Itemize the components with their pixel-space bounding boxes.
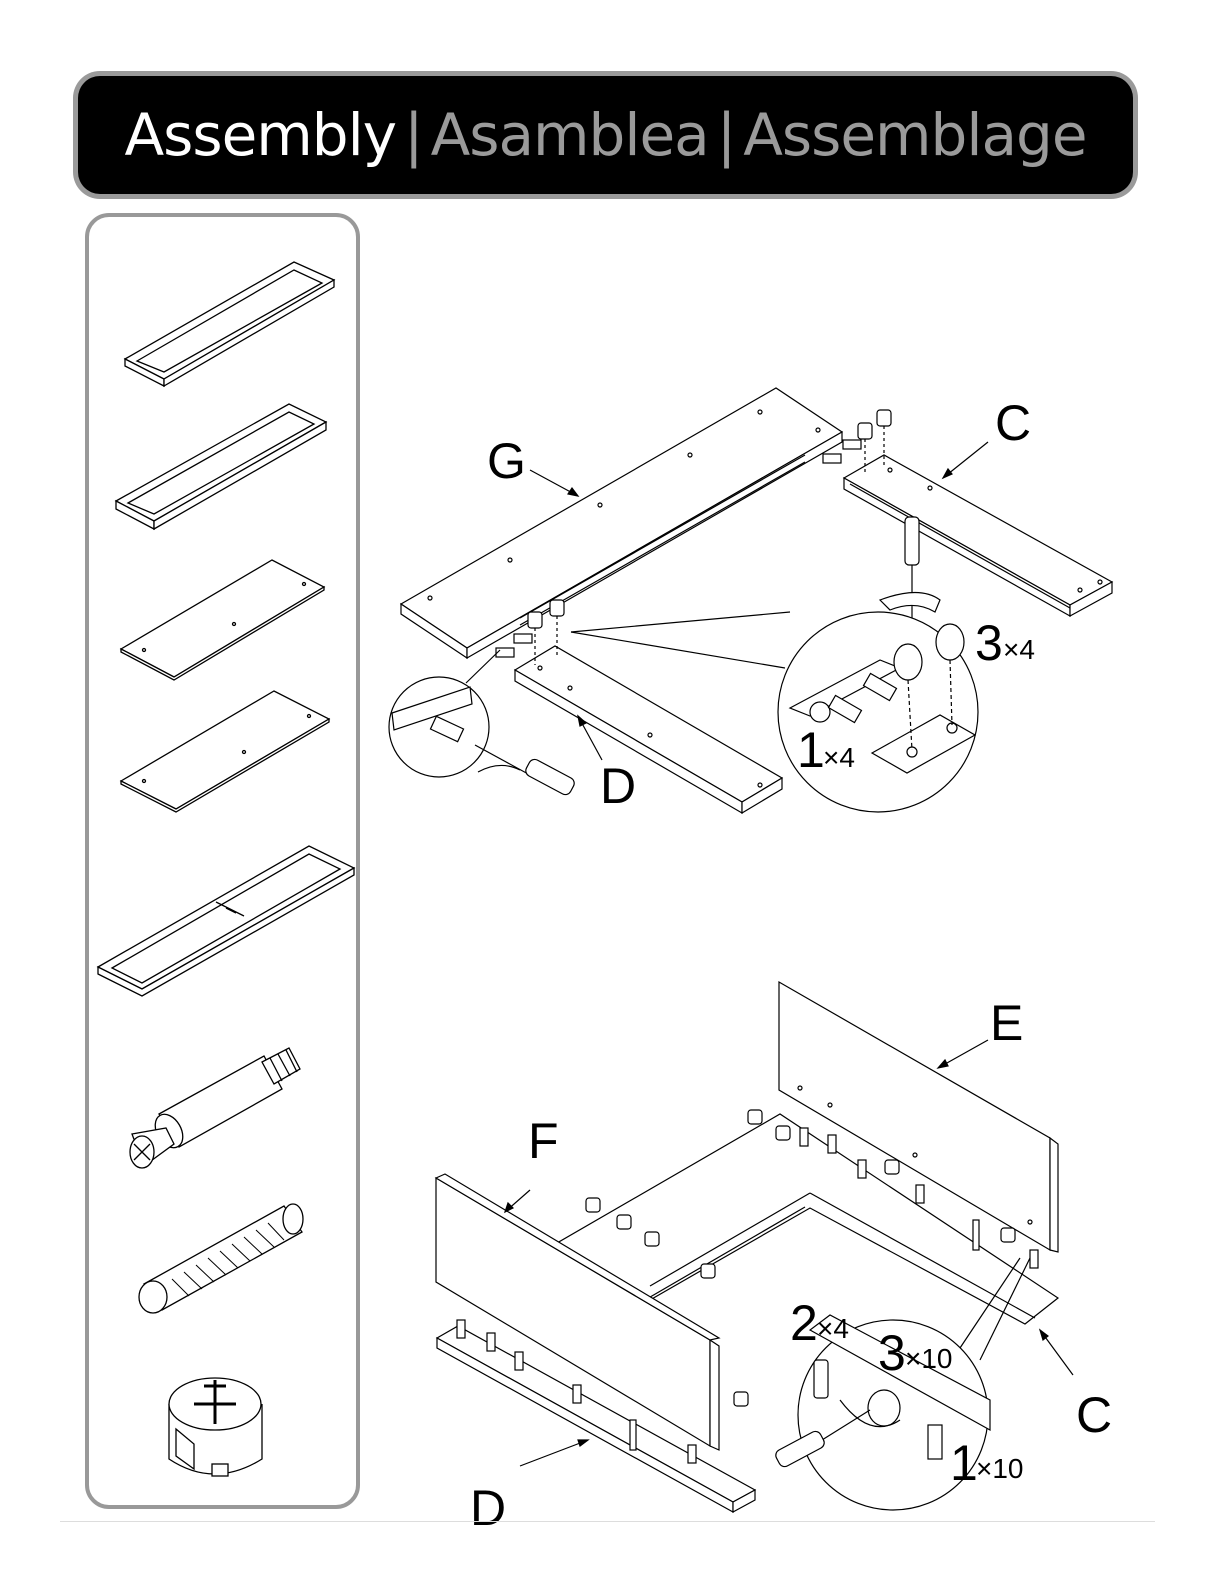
panel-c [844,455,1112,616]
label-c-lower: C [1076,1387,1112,1443]
label-g: G [487,433,526,489]
label-d: D [600,758,636,814]
panel-g [401,388,842,658]
footer-divider [60,1521,1155,1522]
screwdriver-icon [475,745,576,797]
label-e: E [990,995,1023,1051]
callout-3-number: 3 [878,1325,906,1381]
callout-3-quantity: ×4 [1003,634,1035,665]
label-f: F [528,1113,559,1169]
label-c: C [995,395,1031,451]
callout-2-quantity: ×4 [817,1313,849,1344]
callout-2-number: 2 [790,1295,818,1351]
callout-1-quantity: ×4 [823,742,855,773]
callout-1-quantity: ×10 [976,1453,1024,1484]
callout-3-number: 3 [975,615,1003,671]
callout-1-number: 1 [797,722,825,778]
step1-diagram: G C D 3 ×4 1 ×4 [389,388,1112,814]
callout-3-quantity: ×10 [905,1343,953,1374]
callout-1-number: 1 [950,1435,978,1491]
label-d-lower: D [470,1480,506,1536]
step2-diagram: E F C D 2 ×4 3 ×10 1 ×10 [436,982,1112,1536]
detail-zoom-left [389,650,520,777]
